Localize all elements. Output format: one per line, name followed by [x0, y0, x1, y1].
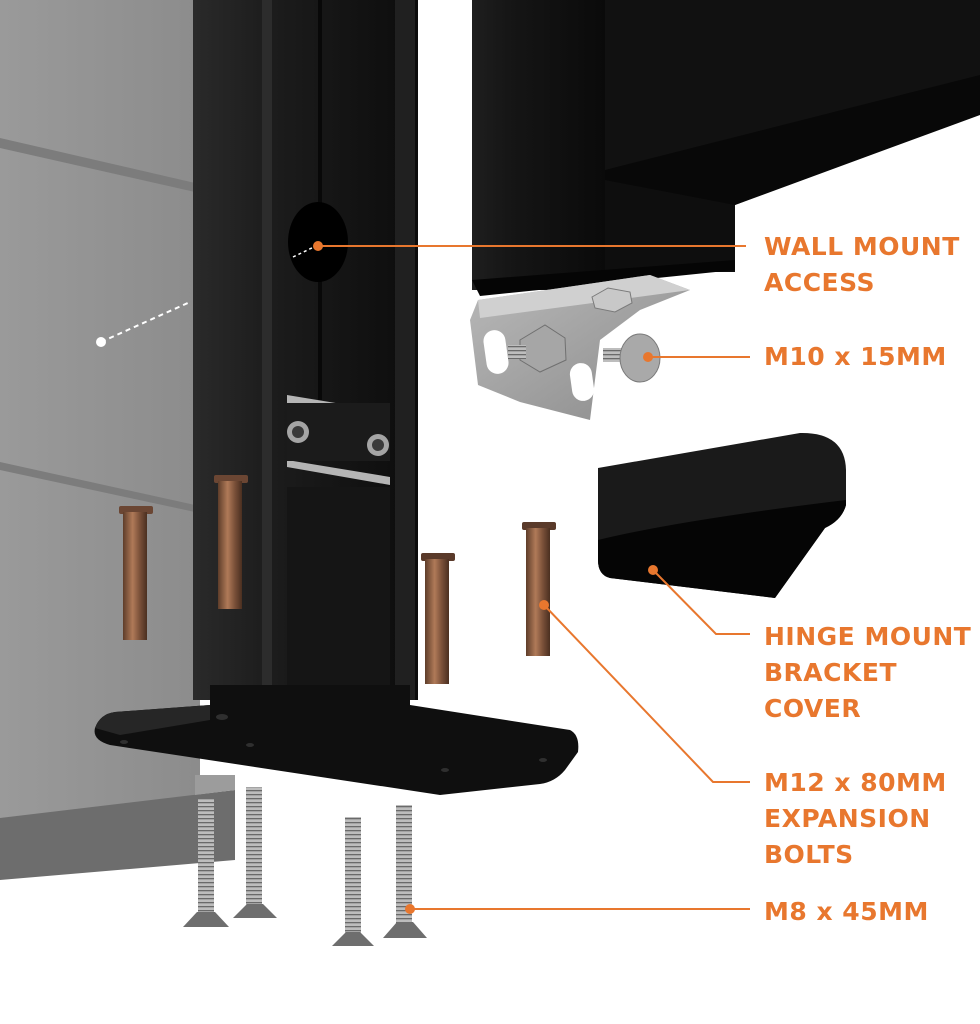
wall-panel: [0, 0, 235, 880]
callout-m8-screws: M8 x 45MM: [764, 897, 929, 926]
gate-frame: [472, 0, 980, 296]
callout-hinge-mount-bracket-cover: HINGE MOUNT BRACKET COVER: [764, 622, 972, 723]
hinge-cover: [598, 432, 846, 598]
hinge-bracket: [470, 275, 690, 420]
callout-m10-bolt: M10 x 15MM: [764, 342, 947, 371]
callout-leaders: [318, 245, 750, 910]
callout-wall-mount-access: WALL MOUNT ACCESS: [764, 232, 960, 297]
countersunk-screws: [183, 787, 427, 946]
base-plate: [94, 685, 579, 795]
callout-dots: [313, 241, 658, 914]
callout-m12-expansion-bolts: M12 x 80MM EXPANSION BOLTS: [764, 768, 947, 869]
expansion-bolts: [119, 475, 556, 684]
